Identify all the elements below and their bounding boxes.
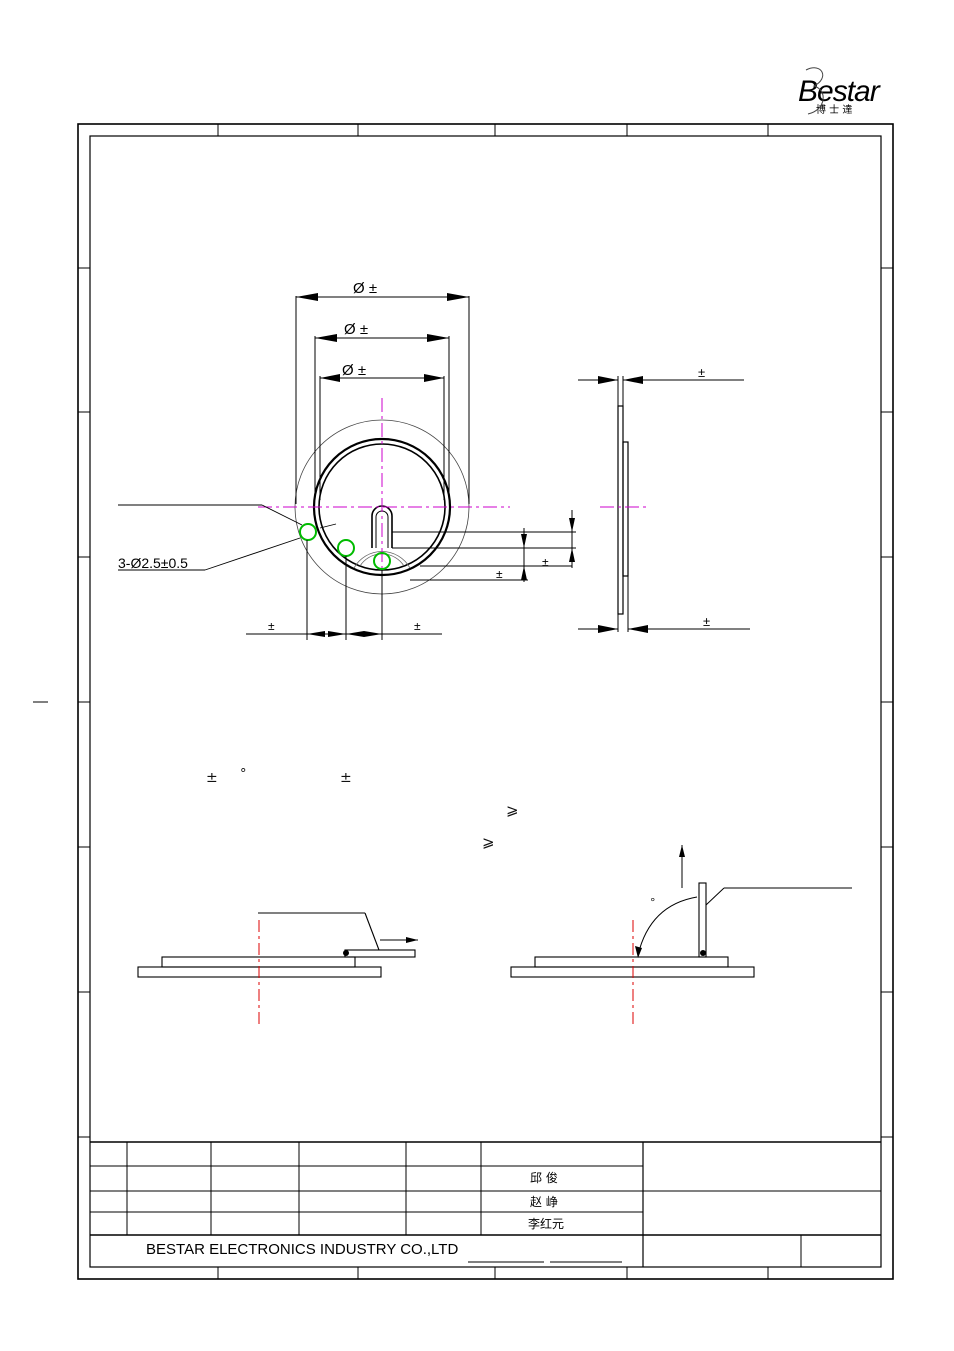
dim-side-top: ± xyxy=(698,365,705,380)
logo-chinese: 博 士 達 xyxy=(816,103,852,116)
solder-dot xyxy=(343,950,349,956)
side-ceramic xyxy=(622,441,629,577)
dim-bottom-right: ± xyxy=(414,619,421,633)
dim-tab-a: ± xyxy=(496,567,503,581)
side-plate xyxy=(617,405,624,615)
note-line3: ⩾ xyxy=(482,833,495,851)
dim-side-bottom: ± xyxy=(703,614,710,629)
logo-swoosh-icon xyxy=(805,67,824,115)
note-line1-c: ± xyxy=(340,770,352,786)
pull-test-diagram xyxy=(137,912,418,1026)
approved-by: 李红元 xyxy=(528,1216,564,1231)
hole-callout-label: 3-Ø2.5±0.5 xyxy=(118,555,188,571)
sheet-frame xyxy=(33,123,894,1280)
logo-brand: Bestar xyxy=(798,75,881,108)
lead-wire-vertical xyxy=(698,882,707,958)
note-line1-b: ° xyxy=(240,767,247,782)
solder-point-3 xyxy=(373,552,391,570)
note-line2: ⩾ xyxy=(506,801,519,819)
solder-point-1 xyxy=(299,523,317,541)
dim-bottom-left: ± xyxy=(268,619,275,633)
dim-middle-diameter: Ø ± xyxy=(344,321,368,338)
dim-outer-diameter: Ø ± xyxy=(353,280,377,297)
dim-inner-diameter: Ø ± xyxy=(342,362,366,379)
bestar-logo: Bestar 博 士 達 xyxy=(798,67,882,116)
notes-block: ± ° ± ⩾ ⩾ xyxy=(206,767,519,851)
outer-frame xyxy=(77,123,894,1280)
company-name: BESTAR ELECTRONICS INDUSTRY CO.,LTD xyxy=(146,1241,458,1258)
note-line1-a: ± xyxy=(206,770,218,786)
bend-angle-mark: ° xyxy=(650,896,656,909)
checked-by: 赵 峥 xyxy=(530,1195,558,1209)
title-block xyxy=(90,1141,881,1267)
side-view: ± ± xyxy=(578,365,750,633)
lead-wire-flat xyxy=(344,949,416,958)
bend-test-diagram xyxy=(510,845,852,1026)
inner-frame xyxy=(89,135,882,1268)
dim-tab-b: ± xyxy=(542,555,549,569)
front-view: Ø ± Ø ± Ø ± 3-Ø2.5±0.5 ± ± xyxy=(118,280,576,640)
drawn-by: 邱 俊 xyxy=(530,1170,558,1185)
solder-point-2 xyxy=(337,539,355,557)
